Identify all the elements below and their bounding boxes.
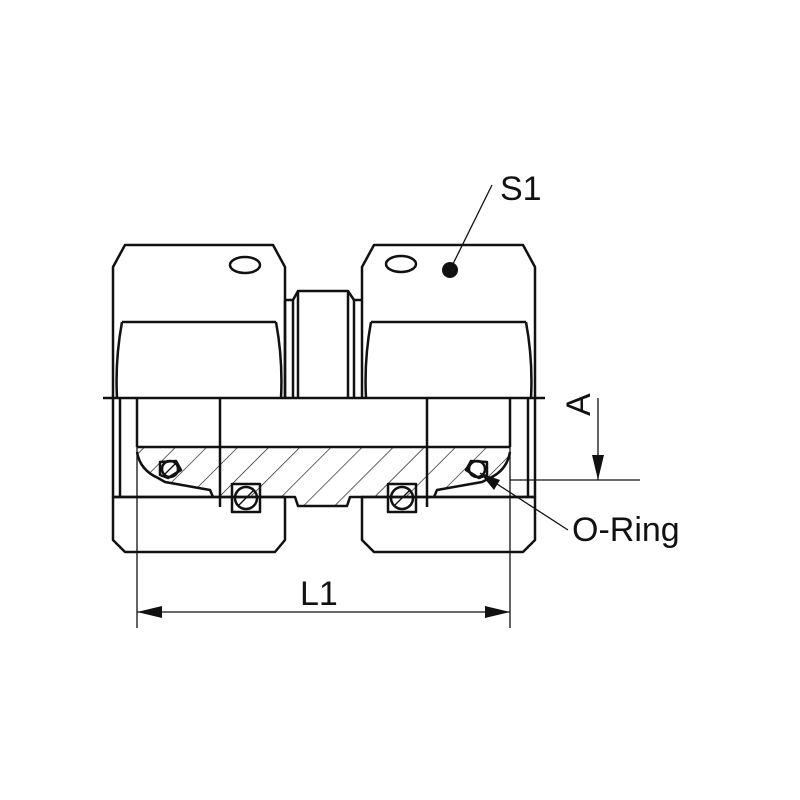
section-view: [111, 398, 537, 554]
s1-leader: [449, 184, 493, 271]
left-nut-exterior: [111, 243, 287, 399]
right-nut-exterior: [360, 243, 537, 399]
left-port-hole: [228, 255, 262, 275]
left-seal-ring: [233, 485, 259, 511]
right-port-hole: [384, 254, 418, 274]
o-ring-label: O-Ring: [572, 511, 680, 549]
a-label: A: [560, 393, 598, 416]
s1-label: S1: [500, 170, 542, 208]
left-seal-groove: [230, 482, 262, 514]
right-seal-ring: [389, 485, 415, 511]
l1-label: L1: [300, 575, 338, 613]
dimension-a: A: [510, 393, 640, 481]
center-body-exterior: [283, 289, 362, 398]
right-seal-groove: [386, 482, 418, 514]
dimension-l1: L1: [136, 447, 511, 628]
right-o-ring: [467, 459, 487, 479]
left-o-ring: [160, 459, 180, 479]
